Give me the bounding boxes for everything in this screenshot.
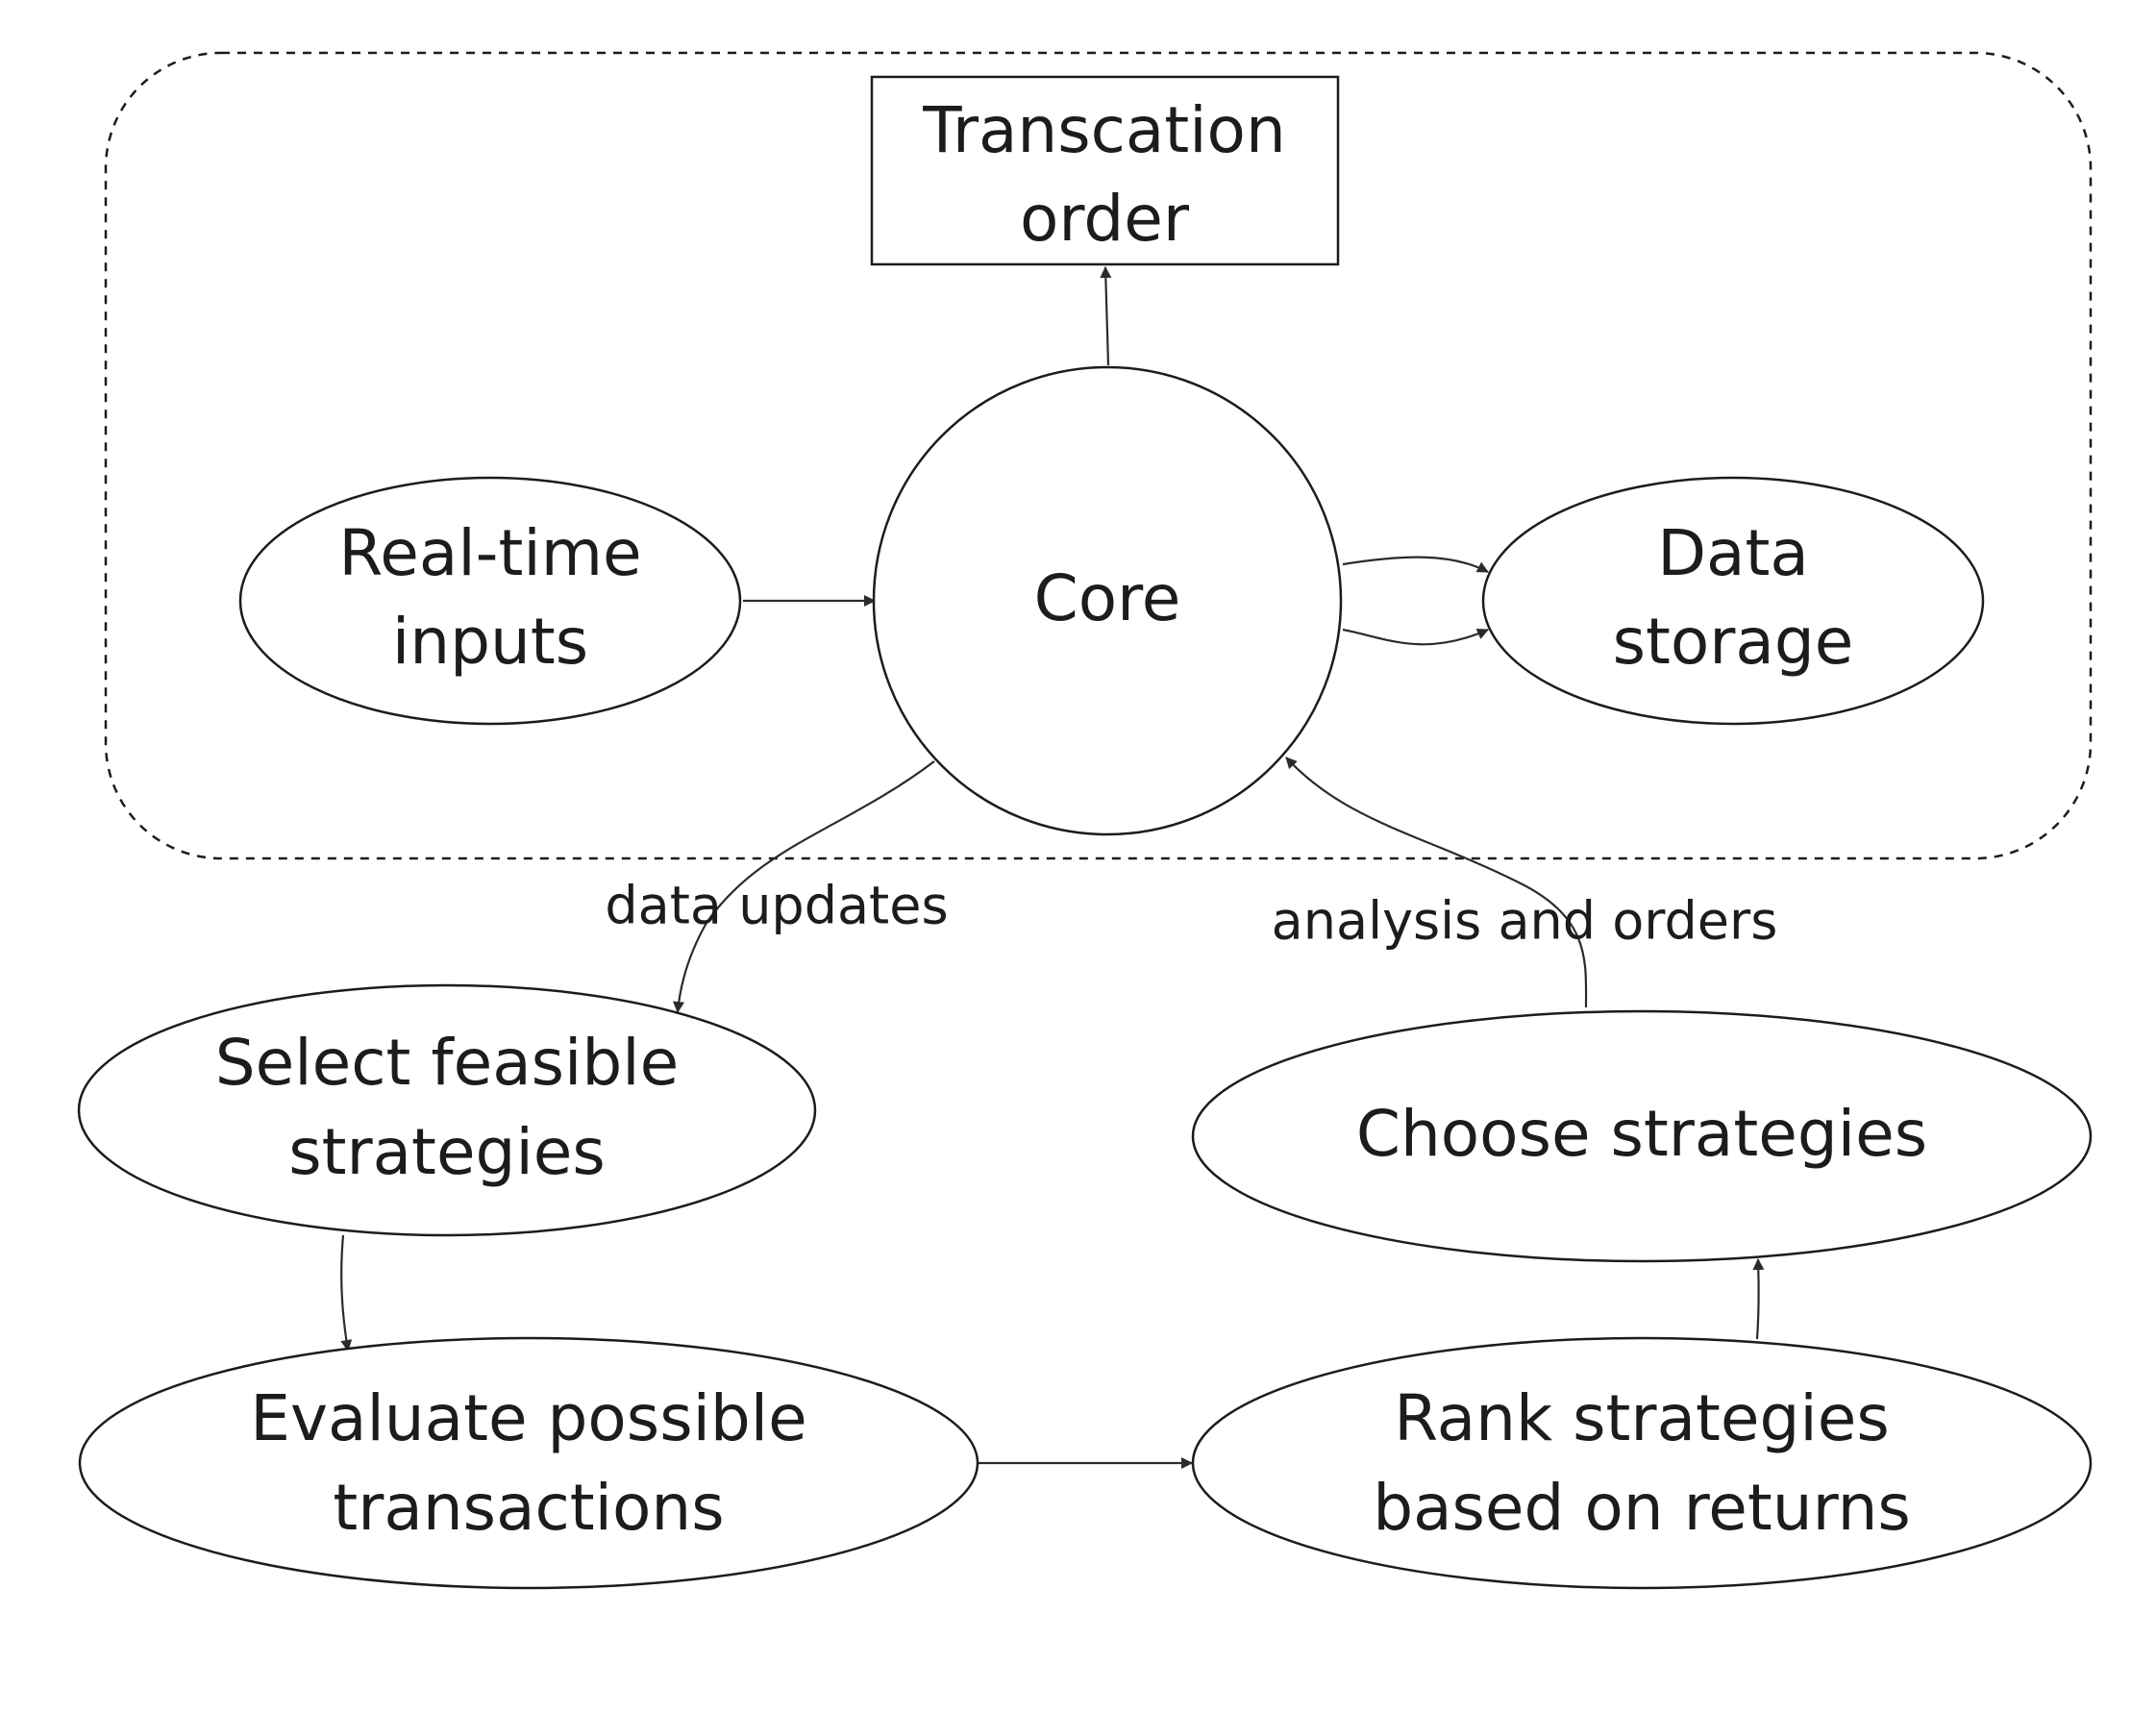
- data-storage-label-line1: Data: [1657, 516, 1809, 590]
- rank-to-choose-arrow: [1752, 1258, 1765, 1340]
- data-updates-label: data updates: [605, 876, 948, 936]
- rank-strategies-label-line1: Rank strategies: [1394, 1381, 1889, 1455]
- select-strategies-label-line1: Select feasible: [215, 1026, 679, 1100]
- transaction-order-label-line2: order: [1020, 182, 1190, 256]
- choose-strategies-label: Choose strategies: [1356, 1097, 1927, 1171]
- core-node[interactable]: Core: [872, 365, 1343, 836]
- core-to-storage-arrow-lower: [1342, 628, 1489, 646]
- core-to-transaction-order-arrow: [1100, 266, 1112, 366]
- rank-strategies-node[interactable]: Rank strategies based on returns: [1191, 1336, 2093, 1590]
- realtime-inputs-label-line2: inputs: [392, 605, 588, 679]
- evaluate-transactions-node[interactable]: Evaluate possible transactions: [78, 1336, 979, 1590]
- select-feasible-strategies-node[interactable]: Select feasible strategies: [77, 983, 817, 1237]
- transaction-order-label-line1: Transcation: [922, 93, 1286, 167]
- data-updates-arrow: [673, 760, 935, 1013]
- data-storage-label-line2: storage: [1613, 605, 1854, 679]
- analysis-and-orders-arrow: [1285, 757, 1588, 1008]
- rank-strategies-label-line2: based on returns: [1373, 1471, 1911, 1545]
- evaluate-transactions-label-line2: transactions: [333, 1471, 724, 1545]
- choose-strategies-node[interactable]: Choose strategies: [1191, 1009, 2093, 1263]
- realtime-inputs-node[interactable]: Real-time inputs: [238, 476, 742, 726]
- data-storage-node[interactable]: Data storage: [1481, 476, 1985, 726]
- analysis-and-orders-label: analysis and orders: [1272, 891, 1778, 952]
- core-to-storage-arrow-upper: [1342, 556, 1489, 573]
- realtime-inputs-label-line1: Real-time: [338, 516, 641, 590]
- select-to-evaluate-arrow: [340, 1234, 353, 1352]
- transaction-order-box[interactable]: Transcation order: [870, 75, 1340, 266]
- system-boundary: [104, 51, 2093, 860]
- select-strategies-label-line2: strategies: [288, 1115, 606, 1189]
- evaluate-transactions-label-line1: Evaluate possible: [250, 1381, 807, 1455]
- core-label: Core: [1034, 561, 1181, 635]
